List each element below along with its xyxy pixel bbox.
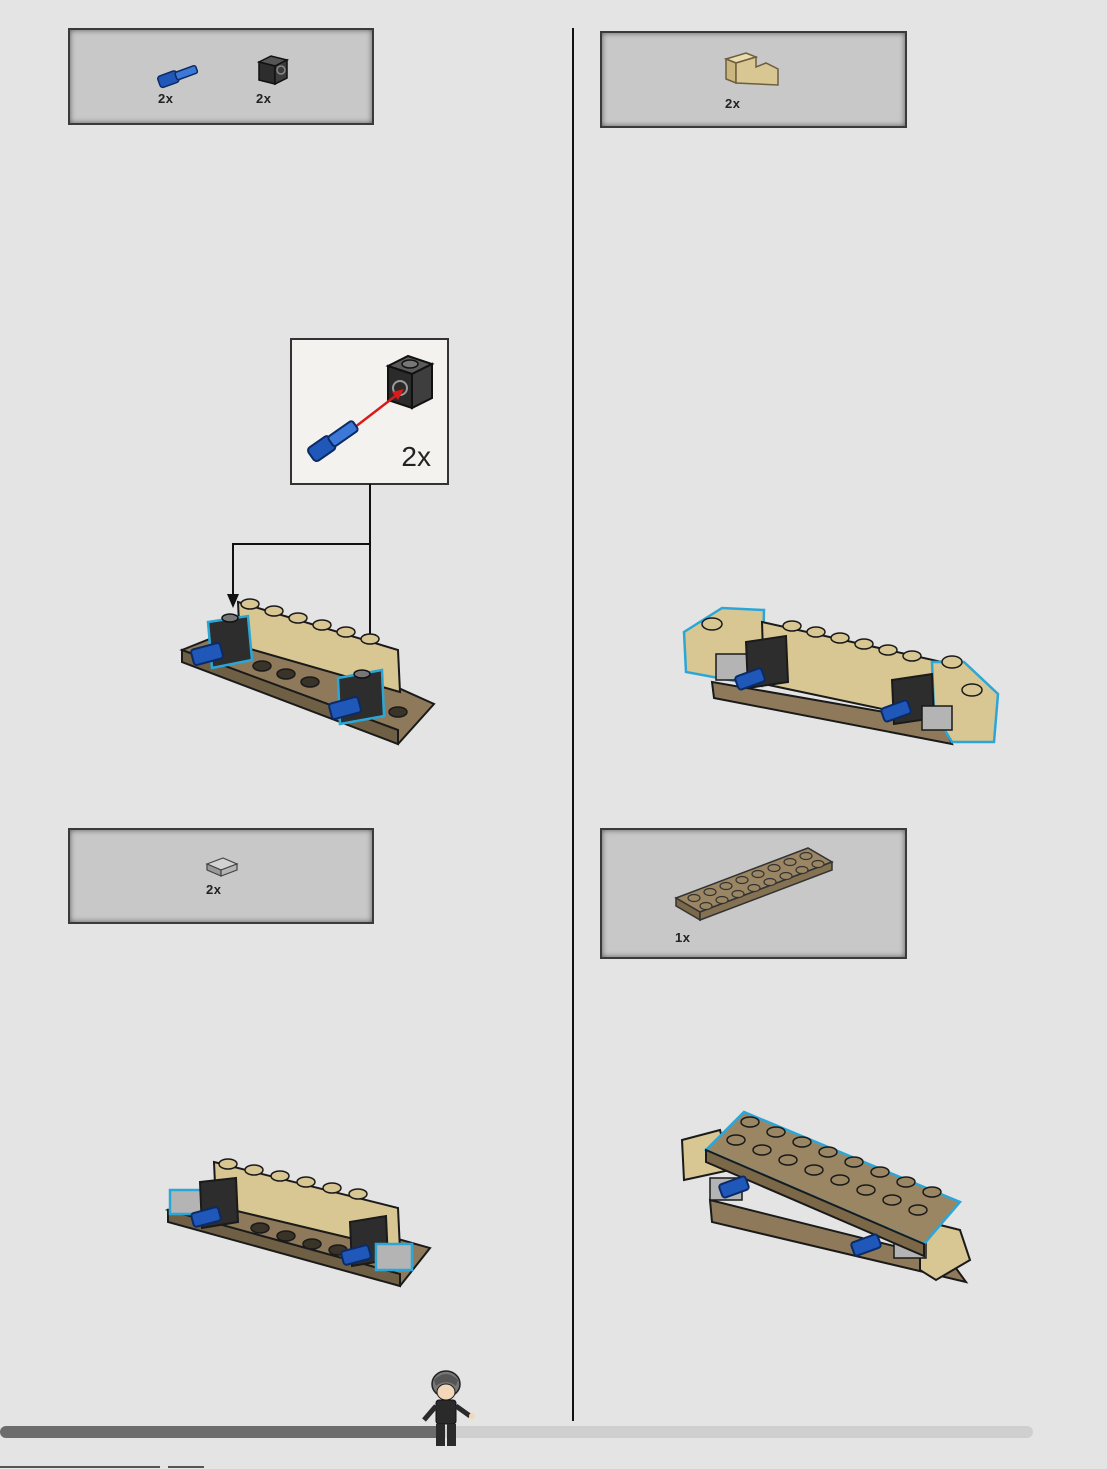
callout-qty: 2x <box>401 441 431 473</box>
progress-bar <box>0 1426 1033 1438</box>
part-qty: 2x <box>725 96 740 111</box>
part-qty: 2x <box>256 91 271 106</box>
minifigure-progress-marker-icon <box>418 1368 478 1450</box>
column-divider <box>572 28 574 1421</box>
step-2-model <box>682 602 1002 752</box>
step-4-model <box>680 1110 980 1290</box>
page-footer-rule <box>168 1466 204 1468</box>
step-1-model <box>178 592 448 752</box>
black-technic-brick-icon <box>255 52 291 88</box>
parts-list-step-1: 2x 2x <box>68 28 374 125</box>
page-footer-rule <box>0 1466 160 1468</box>
blue-axle-pin-icon <box>304 410 364 470</box>
sub-assembly-callout: 2x <box>290 338 449 485</box>
part-qty: 2x <box>206 882 221 897</box>
step-3-model <box>164 1150 434 1290</box>
parts-list-step-4: 1x <box>600 828 907 959</box>
gray-tile-icon <box>205 856 239 880</box>
blue-axle-pin-icon <box>155 56 205 96</box>
tan-plate-2x8-icon <box>672 846 842 926</box>
parts-list-step-2: 2x <box>600 31 907 128</box>
part-qty: 2x <box>158 91 173 106</box>
part-qty: 1x <box>675 930 690 945</box>
progress-fill <box>0 1426 444 1438</box>
tan-corner-brick-icon <box>722 51 786 91</box>
parts-list-step-3: 2x <box>68 828 374 924</box>
